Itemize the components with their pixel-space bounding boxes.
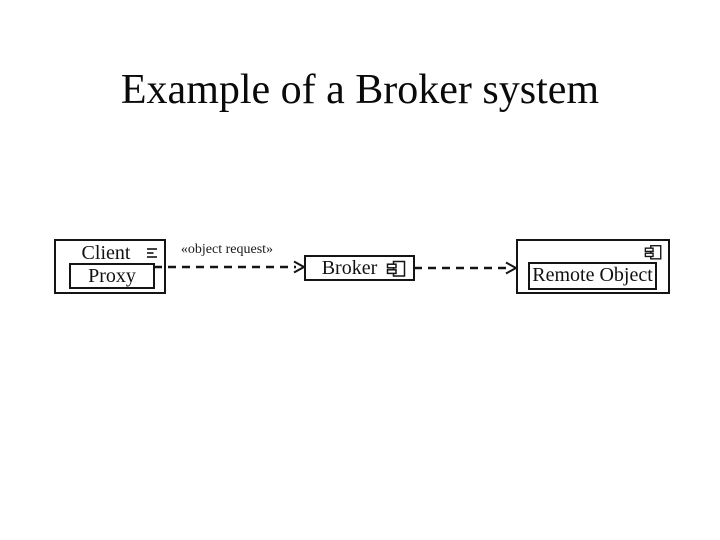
remote-object-component-box: Remote Object	[516, 239, 670, 294]
client-label: Client	[81, 242, 131, 264]
proxy-box: Proxy	[69, 263, 155, 289]
remote-object-label: Remote Object	[532, 264, 653, 286]
broker-remote-connector	[414, 261, 517, 275]
component-icon	[386, 260, 406, 277]
broker-label: Broker	[321, 257, 378, 279]
broker-component-box: Broker	[304, 255, 415, 281]
slide-title: Example of a Broker system	[120, 67, 600, 113]
object-request-connector	[154, 260, 305, 274]
lines-adornment-icon	[147, 248, 157, 258]
client-component-box: Client Proxy	[54, 239, 166, 294]
remote-object-inner-box: Remote Object	[528, 262, 657, 290]
object-request-label: «object request»	[180, 242, 274, 257]
component-icon	[644, 245, 662, 260]
proxy-label: Proxy	[88, 265, 136, 287]
